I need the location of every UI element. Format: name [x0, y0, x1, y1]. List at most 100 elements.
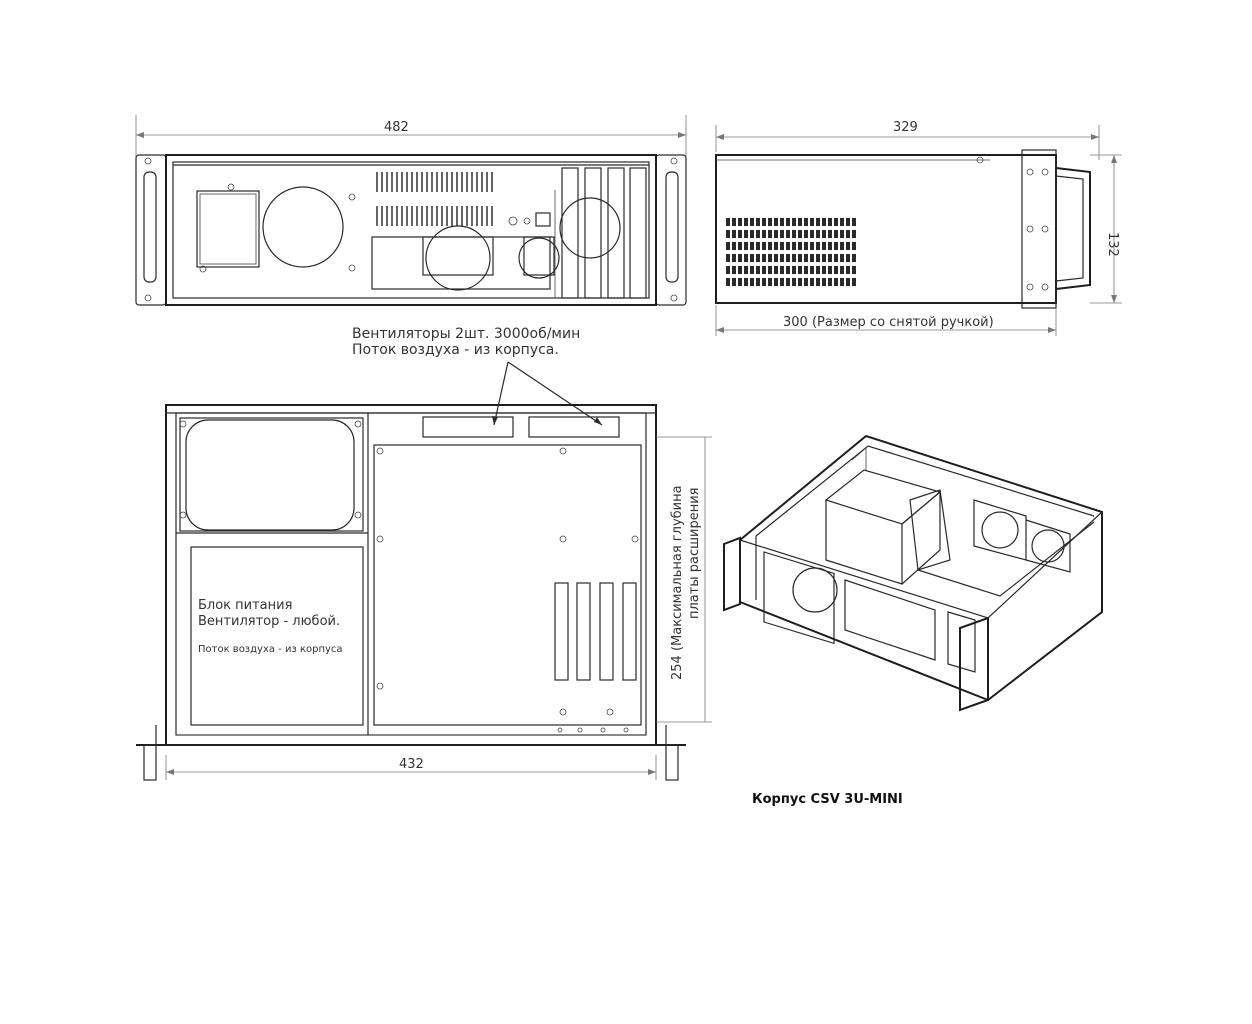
vent-hole [822, 218, 826, 226]
vent-hole [744, 242, 748, 250]
vent-hole [852, 278, 856, 286]
vent-hole [726, 278, 730, 286]
vent-hole [840, 266, 844, 274]
vent-hole [828, 254, 832, 262]
vent-hole [816, 254, 820, 262]
vent-hole [762, 254, 766, 262]
vent-hole [786, 230, 790, 238]
vent-hole [834, 266, 838, 274]
vent-hole [816, 230, 820, 238]
vent-hole [738, 218, 742, 226]
vent-hole [756, 218, 760, 226]
vent-hole [804, 278, 808, 286]
vent-hole [780, 254, 784, 262]
vent-hole [816, 266, 820, 274]
vent-hole [780, 278, 784, 286]
vent-hole [804, 230, 808, 238]
expansion-depth-label: 254 (Максимальная глубина [670, 485, 685, 680]
psu-airflow-label: Поток воздуха - из корпуса [198, 644, 343, 655]
vent-hole [756, 254, 760, 262]
dim-front-width: 482 [135, 115, 687, 158]
fan-annotation: Вентиляторы 2шт. 3000об/мин Поток воздух… [352, 326, 603, 426]
vent-hole [744, 230, 748, 238]
vent-hole [828, 278, 832, 286]
psu-label-line1: Блок питания [198, 598, 292, 613]
top-view: Вентиляторы 2шт. 3000об/мин Поток воздух… [136, 326, 712, 781]
vent-hole [816, 242, 820, 250]
vent-hole [756, 242, 760, 250]
vent-hole [738, 266, 742, 274]
vent-hole [846, 254, 850, 262]
vent-hole [852, 242, 856, 250]
isometric-view [723, 434, 1103, 712]
vent-hole [810, 278, 814, 286]
vent-hole [774, 230, 778, 238]
vent-hole [756, 278, 760, 286]
vent-hole [786, 242, 790, 250]
vent-hole [768, 218, 772, 226]
vent-hole [744, 278, 748, 286]
vent-hole [750, 266, 754, 274]
vent-hole [822, 230, 826, 238]
vent-hole [846, 278, 850, 286]
vent-hole [810, 230, 814, 238]
vent-hole [792, 266, 796, 274]
vent-hole [786, 266, 790, 274]
vent-hole [840, 254, 844, 262]
vent-hole [756, 230, 760, 238]
vent-hole [852, 254, 856, 262]
vent-hole [786, 254, 790, 262]
vent-hole [780, 242, 784, 250]
vent-hole [804, 254, 808, 262]
side-depth-no-handle-label: 300 (Размер со снятой ручкой) [783, 315, 994, 330]
dim-side-depth-no-handle: 300 (Размер со снятой ручкой) [715, 305, 1057, 336]
vent-hole [798, 254, 802, 262]
vent-hole [726, 218, 730, 226]
vent-hole [768, 254, 772, 262]
dim-side-height: 132 [1090, 154, 1122, 304]
drawing-caption: Корпус CSV 3U-MINI [752, 792, 903, 807]
vent-hole [798, 230, 802, 238]
vent-hole [828, 230, 832, 238]
vent-hole [774, 278, 778, 286]
vent-hole [822, 242, 826, 250]
vent-hole [738, 242, 742, 250]
dim-expansion-depth: 254 (Максимальная глубина платы расширен… [656, 436, 712, 723]
vent-hole [798, 242, 802, 250]
psu-label-line2: Вентилятор - любой. [198, 614, 340, 629]
vent-hole [738, 254, 742, 262]
vent-hole [786, 278, 790, 286]
vent-hole [810, 242, 814, 250]
vent-hole [774, 242, 778, 250]
vent-hole [840, 230, 844, 238]
dim-top-inner-width: 432 [165, 755, 657, 780]
vent-hole [750, 218, 754, 226]
vent-hole [798, 278, 802, 286]
vent-hole [846, 230, 850, 238]
vent-hole [780, 218, 784, 226]
vent-hole [750, 254, 754, 262]
vent-hole [732, 266, 736, 274]
vent-hole [744, 266, 748, 274]
vent-hole [834, 242, 838, 250]
vent-hole [732, 278, 736, 286]
top-inner-width-label: 432 [399, 757, 424, 772]
vent-hole [792, 242, 796, 250]
fans-label-line1: Вентиляторы 2шт. 3000об/мин [352, 326, 580, 342]
vent-hole [810, 254, 814, 262]
vent-hole [834, 230, 838, 238]
vent-hole [732, 242, 736, 250]
vent-hole [738, 278, 742, 286]
fans-label-line2: Поток воздуха - из корпуса. [352, 342, 559, 358]
vent-hole [726, 254, 730, 262]
side-height-label: 132 [1105, 232, 1120, 257]
vent-hole [846, 242, 850, 250]
dim-side-depth: 329 [715, 120, 1100, 160]
vent-hole [774, 254, 778, 262]
vent-hole [834, 218, 838, 226]
vent-hole [798, 266, 802, 274]
vent-hole [768, 230, 772, 238]
vent-hole [774, 266, 778, 274]
vent-hole [828, 266, 832, 274]
